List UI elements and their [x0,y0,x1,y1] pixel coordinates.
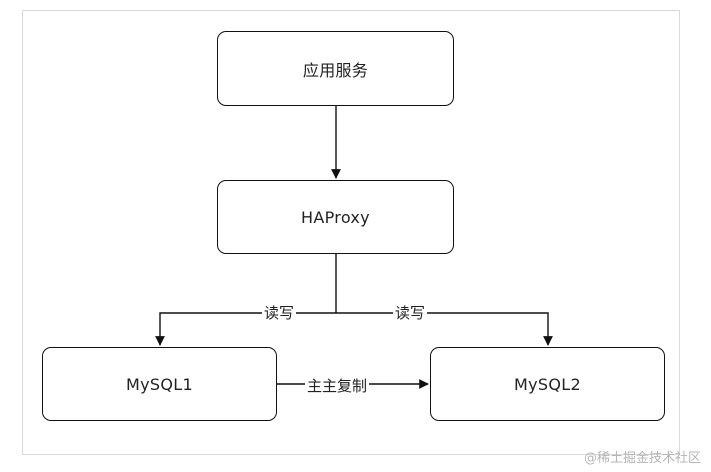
replication-label: 主主复制 [305,377,370,395]
haproxy-node: HAProxy [217,180,454,254]
arrow-haproxy-to-mysql1 [155,312,336,346]
arrow-haproxy-to-mysql2 [336,312,553,346]
mysql2-label: MySQL2 [514,374,581,394]
app-service-label: 应用服务 [302,60,369,80]
mysql1-node: MySQL1 [42,347,277,421]
read-write-right-label: 读写 [393,304,428,322]
watermark: @稀土掘金技术社区 [583,451,701,466]
mysql2-node: MySQL2 [430,347,665,421]
haproxy-label: HAProxy [301,207,370,227]
app-service-node: 应用服务 [217,31,454,106]
read-write-left-label: 读写 [262,304,297,322]
mysql1-label: MySQL1 [126,374,193,394]
